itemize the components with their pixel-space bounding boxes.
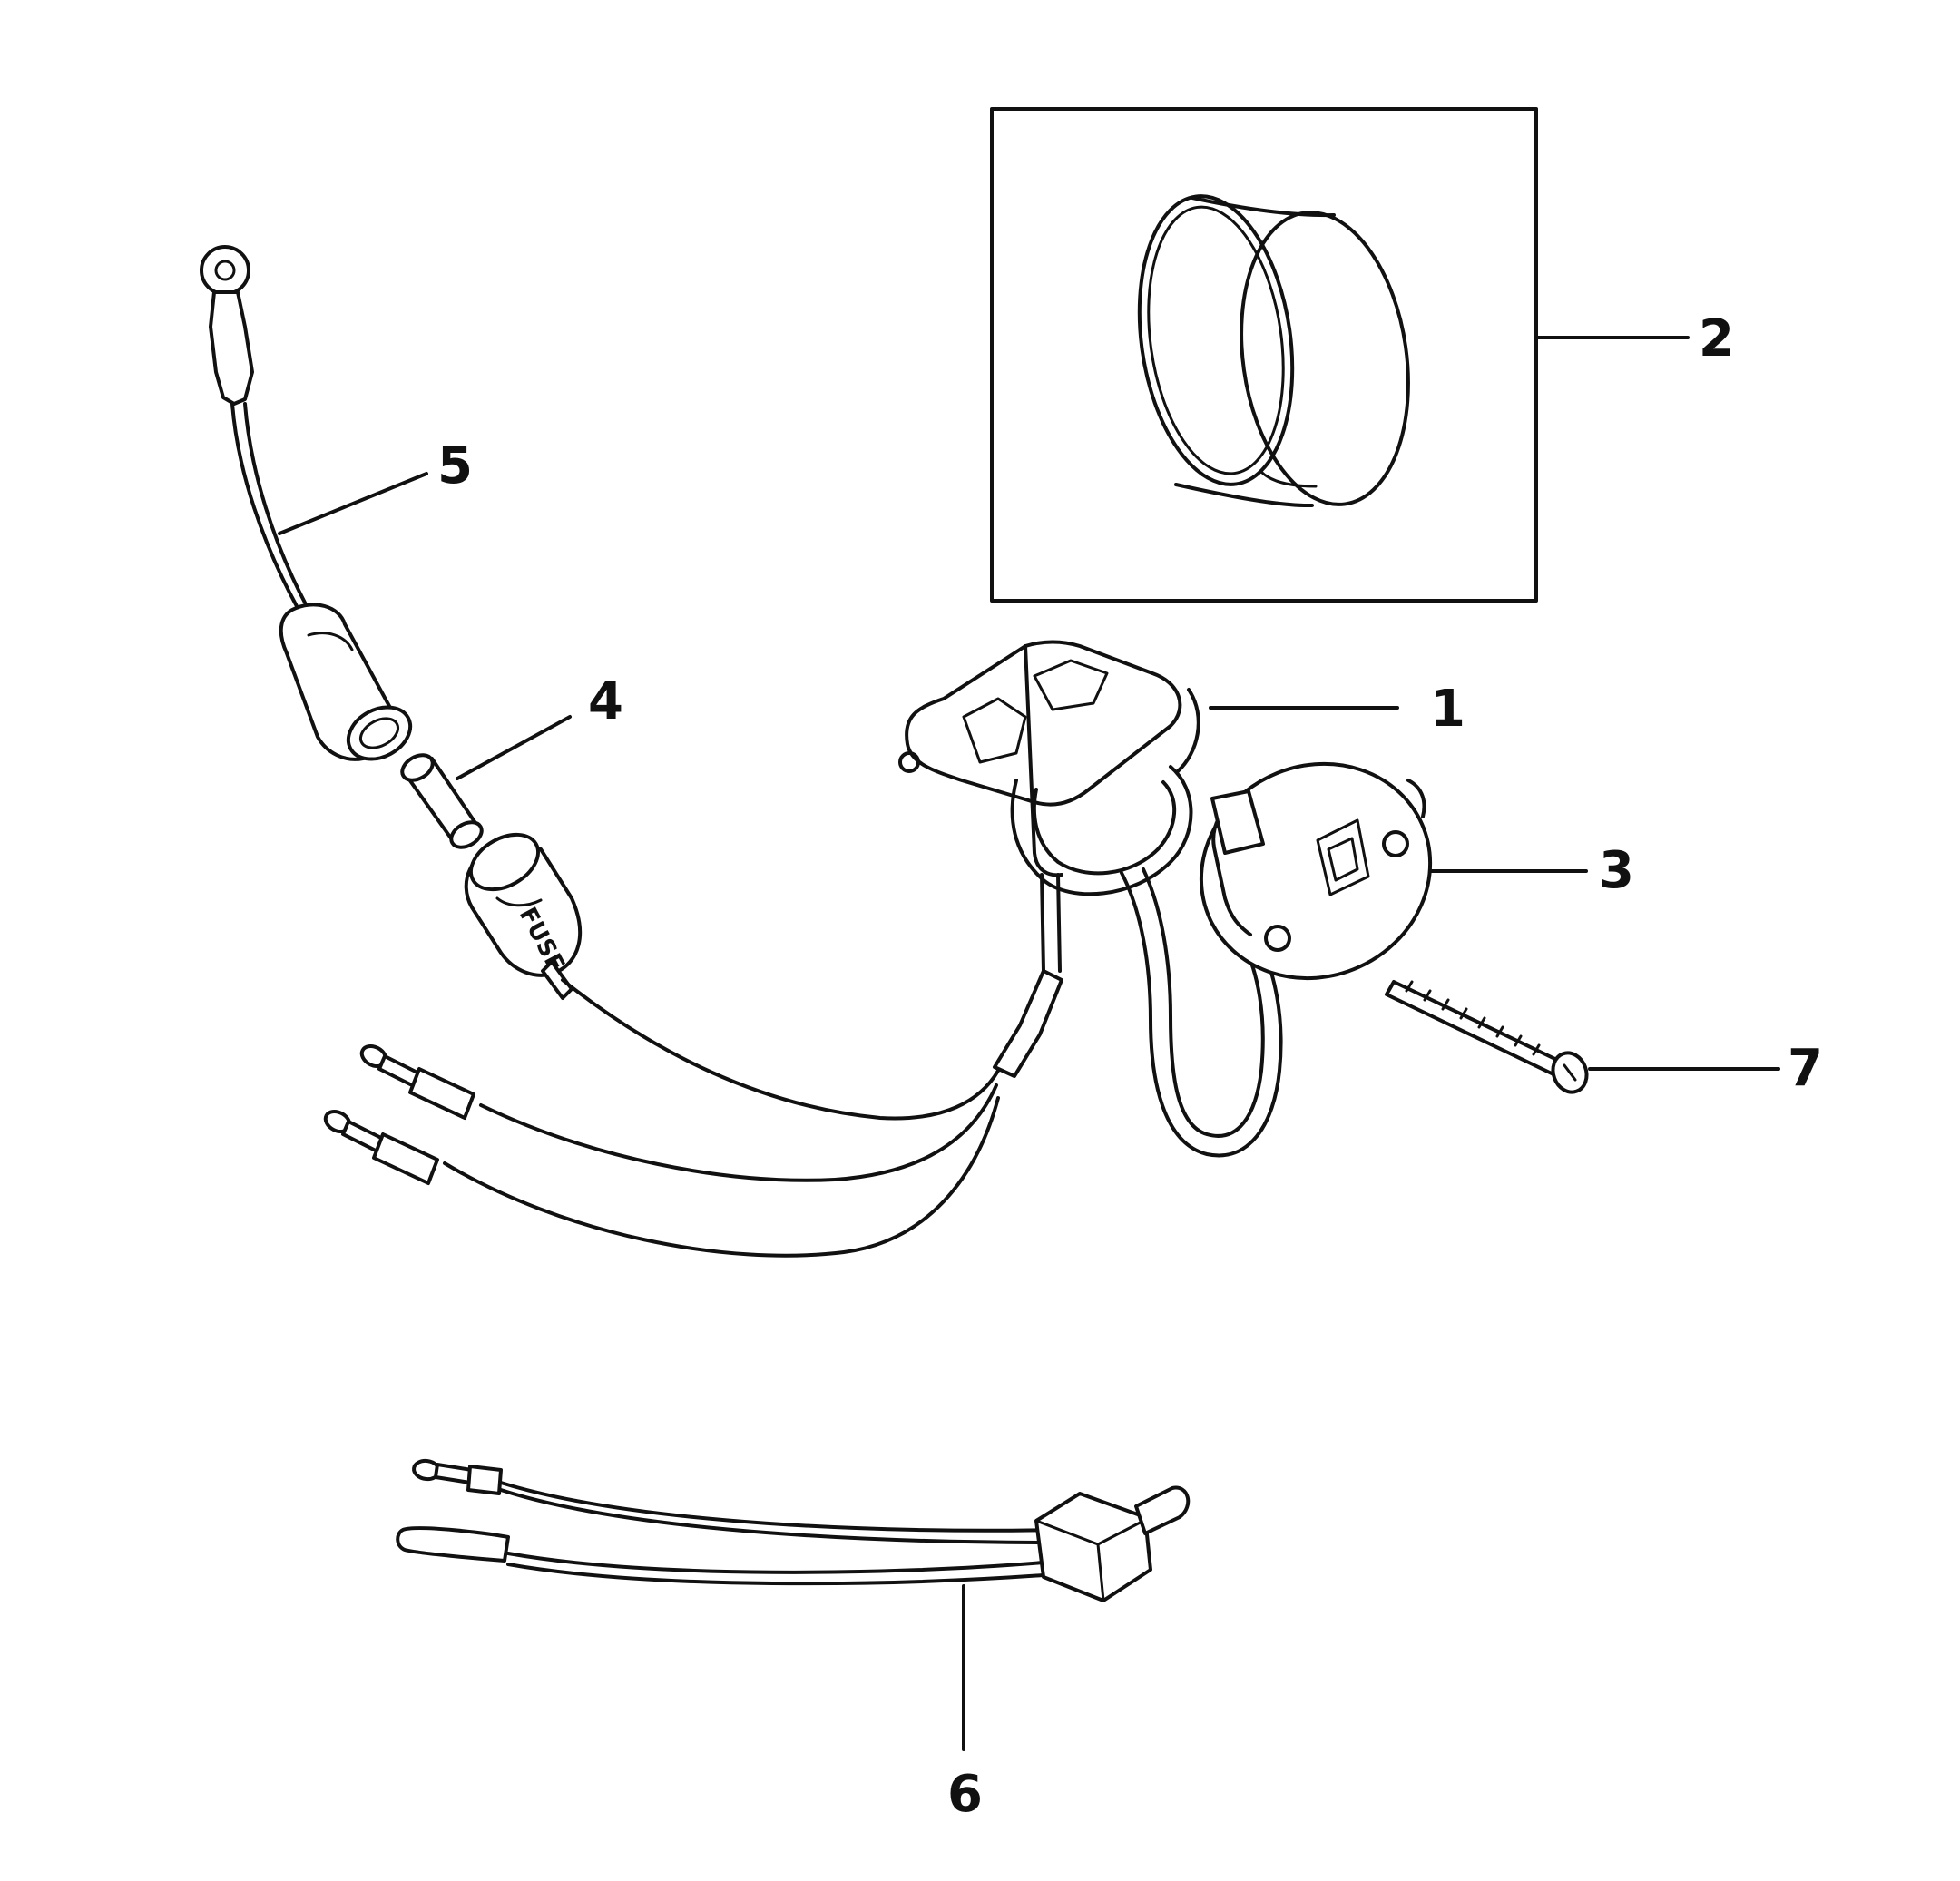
leader-5: [278, 472, 428, 535]
fuse-holder-top: [279, 603, 413, 761]
fuse-holder-bottom: FUSE: [464, 832, 583, 1000]
leader-4: [456, 715, 572, 780]
inset-frame: [990, 107, 1538, 603]
callout-7: 7: [1788, 1039, 1823, 1098]
callout-4: 4: [588, 672, 623, 731]
main-harness: [323, 969, 1063, 1258]
part-3-switch-plate: [1199, 761, 1588, 981]
part-1-bracket: [898, 640, 1399, 1158]
callout-6: 6: [947, 1765, 983, 1824]
part-2-ring-inset: [990, 107, 1690, 603]
ring-seal: [1137, 194, 1410, 508]
jumper-connector: [1034, 1485, 1191, 1602]
callout-1: 1: [1430, 680, 1465, 739]
part-6-jumper-lead: [396, 1458, 1191, 1751]
callout-5: 5: [437, 436, 473, 495]
bullet-terminal-lower: [323, 1109, 439, 1185]
part-4-fuse: [400, 715, 572, 849]
part-7-screw: [1385, 980, 1780, 1094]
bullet-terminal-upper: [359, 1043, 475, 1120]
callout-3: 3: [1599, 841, 1634, 900]
callout-2: 2: [1699, 309, 1734, 368]
part-5-fuse-lead: [200, 245, 428, 761]
